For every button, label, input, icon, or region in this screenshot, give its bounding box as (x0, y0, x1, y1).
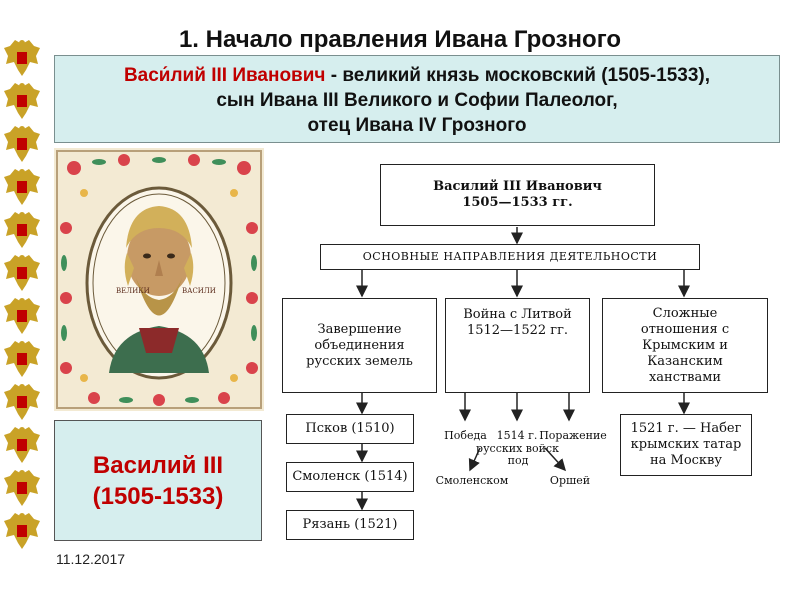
node-crimean-raid: 1521 г. — Набег крымских татар на Москву (620, 414, 752, 476)
ruler-figure (109, 206, 209, 373)
coat-of-arms-icon (4, 341, 40, 377)
label-russian-troops: русских войск (476, 442, 559, 455)
node-crimean-raid-line2: крымских татар (630, 437, 742, 452)
node-lithuania-war: Война с Литвой 1512—1522 гг. (445, 298, 590, 393)
label-1514: 1514 г. (496, 429, 538, 442)
coat-of-arms-icon (4, 384, 40, 420)
node-unification-line3: русских земель (306, 353, 413, 369)
label-orsha-battle: Оршей (549, 474, 591, 487)
portrait-image: ВЕЛИКИ ВАСИЛИ (54, 148, 264, 411)
node-main-directions: ОСНОВНЫЕ НАПРАВЛЕНИЯ ДЕЯТЕЛЬНОСТИ (320, 244, 700, 270)
node-unification: Завершение объединения русских земель (282, 298, 437, 393)
node-unification-line1: Завершение (317, 321, 402, 337)
label-victory: Победа (444, 429, 487, 442)
node-crimean-raid-line3: на Москву (649, 453, 723, 468)
ruler-son: отец Ивана IV Грозного (307, 115, 527, 136)
node-khanates-line3: Крымским и (642, 337, 728, 353)
coat-of-arms-icon (4, 427, 40, 463)
name-box-years: (1505-1533) (92, 482, 224, 510)
node-khanates: Сложные отношения с Крымским и Казанским… (602, 298, 768, 393)
label-under: под (507, 454, 529, 467)
coat-of-arms-icon (4, 298, 40, 334)
node-vasily-years: 1505—1533 гг. (462, 195, 573, 210)
node-khanates-line1: Сложные (652, 305, 718, 321)
name-box-name: Василий III (92, 451, 224, 479)
coat-of-arms-icon (4, 83, 40, 119)
node-khanates-line4: Казанским (647, 353, 723, 369)
node-khanates-line2: отношения с (640, 321, 730, 337)
name-box: Василий III (1505-1533) (54, 420, 262, 541)
label-defeat: Поражение (539, 429, 607, 442)
coat-of-arms-icon (4, 470, 40, 506)
slide-title: 1. Начало правления Ивана Грозного (178, 26, 622, 53)
node-ryazan: Рязань (1521) (286, 510, 414, 540)
node-crimean-raid-line1: 1521 г. — Набег (630, 421, 742, 436)
coat-of-arms-icon (4, 126, 40, 162)
coat-of-arms-icon (4, 255, 40, 291)
ruler-name: Васи́лий III Иванович (123, 65, 326, 86)
node-smolensk: Смоленск (1514) (286, 462, 414, 492)
label-smolensk-battle: Смоленском (435, 474, 509, 487)
diagram-connectors (356, 227, 690, 511)
ruler-parents: сын Ивана III Великого и Софии Палеолог, (216, 90, 618, 111)
node-lithuania-war-line2: 1512—1522 гг. (466, 323, 569, 338)
node-khanates-line5: ханствами (648, 369, 722, 385)
portrait-inscription-left: ВЕЛИКИ (116, 287, 150, 295)
coat-of-arms-icon (4, 513, 40, 549)
node-lithuania-war-line1: Война с Литвой (463, 307, 572, 322)
activity-diagram: Василий III Иванович 1505—1533 гг. ОСНОВ… (280, 148, 790, 540)
slide-date: 11.12.2017 (56, 551, 126, 567)
floral-border (56, 150, 262, 409)
portrait-inscription-right: ВАСИЛИ (182, 287, 216, 295)
node-pskov: Псков (1510) (286, 414, 414, 444)
node-unification-line2: объединения (314, 337, 405, 353)
node-vasily-name: Василий III Иванович (433, 179, 602, 194)
coat-of-arms-icon (4, 40, 40, 76)
ruler-title: - великий князь московский (1505-1533), (325, 65, 711, 86)
info-box: Васи́лий III Иванович - великий князь мо… (54, 55, 780, 143)
coat-of-arms-icon (4, 169, 40, 205)
coat-of-arms-icon (4, 212, 40, 248)
node-vasily: Василий III Иванович 1505—1533 гг. (380, 164, 655, 226)
